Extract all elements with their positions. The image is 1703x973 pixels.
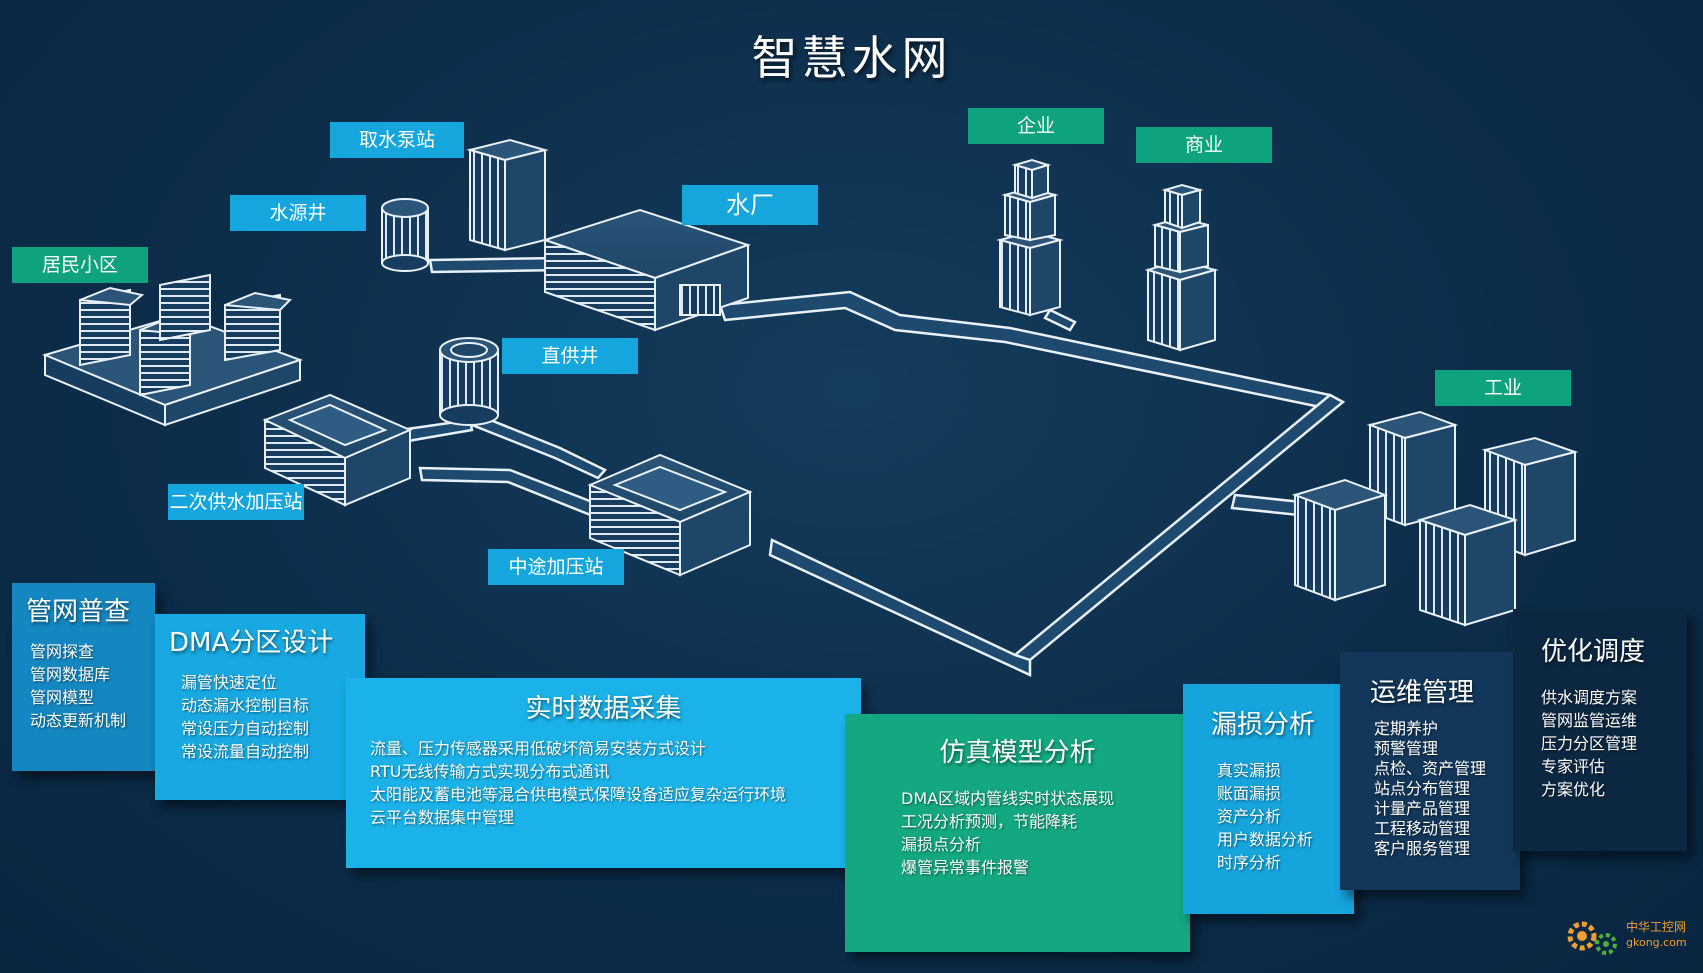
pipe-midway-to-secondary [418,466,602,520]
list-item: DMA区域内管线实时状态展现 [901,789,1115,808]
secondary-booster-building [262,393,413,507]
label-commerce: 商业 [1136,127,1272,163]
label-industry: 工业 [1435,370,1571,406]
pipe-enterprise-link [1043,308,1077,332]
watermark-logo: 中华工控网 gkong.com [1562,912,1692,962]
list-item: 定期养护 [1374,719,1439,738]
list-item: 工况分析预测，节能降耗 [901,812,1078,831]
panel-simulation: 仿真模型分析 DMA区域内管线实时状态展现 工况分析预测，节能降耗 漏损点分析 … [845,714,1190,952]
panel-realtime-data: 实时数据采集 流量、压力传感器采用低破坏简易安装方式设计 RTU无线传输方式实现… [346,678,861,868]
list-item: 管网模型 [30,688,95,707]
industry-buildings [1291,410,1579,627]
list-item: 常设流量自动控制 [181,742,310,761]
label-intake-pump-station: 取水泵站 [330,122,464,158]
label-water-source-well: 水源井 [230,195,366,231]
pipe-network [398,256,1346,677]
page-title: 智慧水网 [751,31,952,85]
direct-supply-well [439,337,499,426]
list-item: 预警管理 [1374,739,1439,758]
list-item: 动态漏水控制目标 [181,696,310,715]
panel-dma-design: DMA分区设计 漏管快速定位 动态漏水控制目标 常设压力自动控制 常设流量自动控… [155,614,365,800]
watermark-line2: gkong.com [1626,936,1687,949]
list-item: 客户服务管理 [1374,839,1471,858]
panel-network-survey: 管网普查 管网探查 管网数据库 管网模型 动态更新机制 [12,583,155,771]
pipe-loop-right [1012,393,1346,662]
list-item: 管网监管运维 [1541,711,1638,730]
list-item: 方案优化 [1541,780,1606,799]
list-item: 压力分区管理 [1541,734,1638,753]
list-item: 用户数据分析 [1217,830,1314,849]
list-item: 账面漏损 [1217,784,1282,803]
list-item: 爆管异常事件报警 [901,858,1030,877]
label-direct-supply-well: 直供井 [502,338,638,374]
panel-operations: 运维管理 定期养护 预警管理 点检、资产管理 站点分布管理 计量产品管理 工程移… [1340,652,1520,890]
list-item: 云平台数据集中管理 [370,808,515,827]
panel-network-survey-title: 管网普查 [26,597,131,627]
list-item: 太阳能及蓄电池等混合供电模式保障设备适应复杂运行环境 [370,785,787,804]
list-item: 管网数据库 [30,665,111,684]
midway-booster-building [587,453,753,577]
list-item: 漏损点分析 [901,835,982,854]
panel-simulation-title: 仿真模型分析 [939,738,1096,768]
watermark-line1: 中华工控网 [1626,920,1687,934]
panel-realtime-data-title: 实时数据采集 [525,694,682,724]
residential-buildings [42,273,303,427]
pipe-source-to-plant [428,256,564,274]
enterprise-tower [996,158,1064,317]
gear-icon [1567,921,1617,955]
panel-dma-design-title: DMA分区设计 [169,628,334,658]
list-item: 时序分析 [1217,853,1282,872]
label-secondary-booster: 二次供水加压站 [168,484,304,520]
list-item: 点检、资产管理 [1374,759,1487,778]
commerce-tower [1144,183,1219,352]
list-item: 动态更新机制 [30,711,127,730]
list-item: RTU无线传输方式实现分布式通讯 [370,762,610,781]
label-water-plant: 水厂 [682,185,818,225]
list-item: 专家评估 [1541,757,1606,776]
list-item: 站点分布管理 [1374,779,1471,798]
list-item: 流量、压力传感器采用低破坏简易安装方式设计 [370,739,707,758]
list-item: 真实漏损 [1217,761,1282,780]
panel-dispatch-title: 优化调度 [1541,637,1646,667]
label-enterprise: 企业 [968,108,1104,144]
label-midway-booster: 中途加压站 [488,549,624,585]
list-item: 管网探查 [30,642,95,661]
intake-pump-building [466,138,549,252]
list-item: 资产分析 [1217,807,1282,826]
water-plant-building [541,208,752,332]
list-item: 漏管快速定位 [181,673,278,692]
panel-dispatch: 优化调度 供水调度方案 管网监管运维 压力分区管理 专家评估 方案优化 [1513,609,1687,851]
label-residential: 居民小区 [12,247,148,283]
list-item: 计量产品管理 [1374,799,1471,818]
list-item: 工程移动管理 [1374,819,1471,838]
source-well [381,198,429,272]
pipe-loop-bottom [768,538,1032,677]
panel-operations-title: 运维管理 [1370,678,1475,708]
panel-leakage: 漏损分析 真实漏损 账面漏损 资产分析 用户数据分析 时序分析 [1183,684,1354,914]
list-item: 供水调度方案 [1541,688,1638,707]
panel-leakage-title: 漏损分析 [1211,710,1316,740]
list-item: 常设压力自动控制 [181,719,310,738]
